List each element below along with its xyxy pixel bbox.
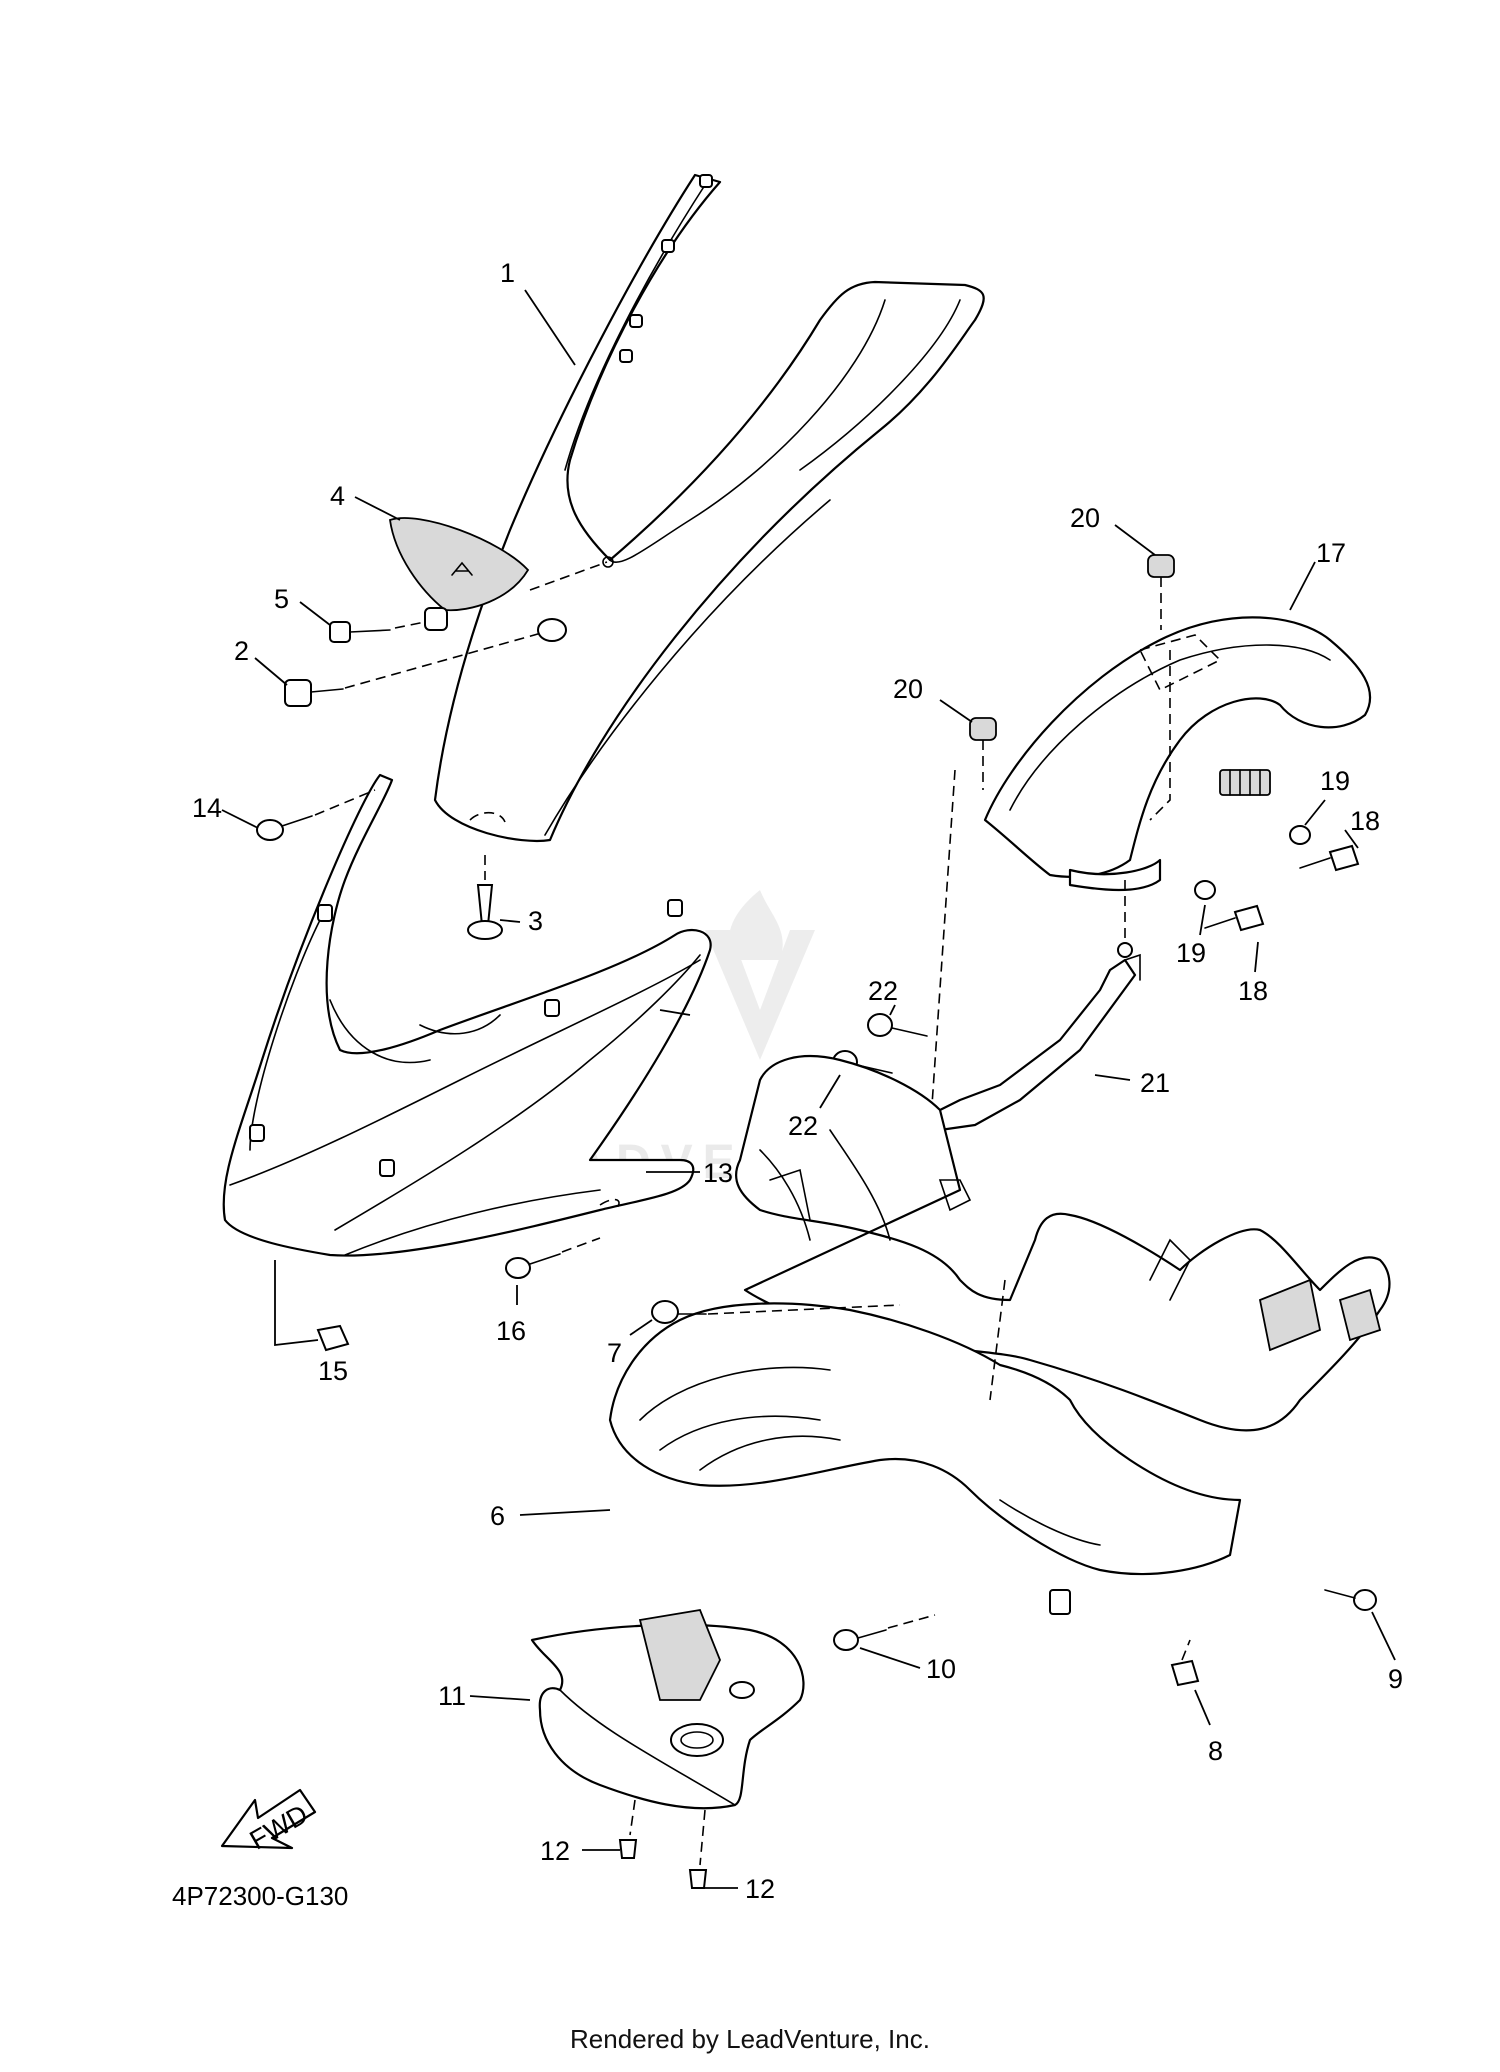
callout-14: 14 xyxy=(192,793,222,823)
callout-19b: 19 xyxy=(1176,938,1206,968)
callout-15: 15 xyxy=(318,1356,348,1386)
callout-12b: 12 xyxy=(745,1874,775,1904)
callout-17: 17 xyxy=(1316,538,1346,568)
callout-22b: 22 xyxy=(788,1111,818,1141)
callout-20b: 20 xyxy=(893,674,923,704)
callout-18a: 18 xyxy=(1350,806,1380,836)
part-12-screws xyxy=(618,1799,708,1889)
part-4-emblem-panel xyxy=(389,517,530,612)
fwd-arrow-icon: FWD xyxy=(220,1788,317,1856)
callout-1: 1 xyxy=(500,258,515,288)
callout-6: 6 xyxy=(490,1501,505,1531)
callout-7: 7 xyxy=(607,1338,622,1368)
callout-20a: 20 xyxy=(1070,503,1100,533)
diagram-code: 4P72300-G130 xyxy=(172,1881,348,1911)
part-11-lower-cover xyxy=(530,1608,805,1810)
callout-18b: 18 xyxy=(1238,976,1268,1006)
part-20-grommets xyxy=(969,554,1175,790)
fasteners-2-5 xyxy=(284,561,608,707)
part-10-screw xyxy=(833,1614,936,1651)
part-13-leg-shield xyxy=(222,773,712,1257)
callout-5: 5 xyxy=(274,584,289,614)
render-credit: Rendered by LeadVenture, Inc. xyxy=(570,2024,930,2054)
callout-labels: 1 2 3 4 5 6 7 8 9 10 11 12 12 13 14 15 1… xyxy=(192,258,1403,1904)
callout-8: 8 xyxy=(1208,1736,1223,1766)
callout-2: 2 xyxy=(234,636,249,666)
part-8-clip xyxy=(1170,1639,1200,1687)
part-9-screw xyxy=(1324,1589,1377,1611)
part-3-screw xyxy=(467,855,503,940)
leader-lines xyxy=(221,289,1396,1889)
part-17-front-fender xyxy=(983,616,1372,892)
callout-19a: 19 xyxy=(1320,766,1350,796)
callout-22a: 22 xyxy=(868,976,898,1006)
callout-10: 10 xyxy=(926,1654,956,1684)
part-7-bolt xyxy=(651,1300,901,1324)
callout-11: 11 xyxy=(438,1681,466,1711)
callout-13: 13 xyxy=(703,1158,733,1188)
part-6-inner-panel xyxy=(608,1055,1391,1615)
callout-3: 3 xyxy=(528,906,543,936)
parts-18-19-hardware xyxy=(1194,825,1360,932)
part-14-screw xyxy=(256,789,376,841)
part-1-front-cover xyxy=(433,173,985,842)
callout-21: 21 xyxy=(1140,1068,1170,1098)
callout-4: 4 xyxy=(330,481,345,511)
callout-12a: 12 xyxy=(540,1836,570,1866)
part-15-clip xyxy=(274,1260,350,1352)
callout-16: 16 xyxy=(496,1316,526,1346)
callout-9: 9 xyxy=(1388,1664,1403,1694)
part-16-screw xyxy=(505,1237,601,1279)
